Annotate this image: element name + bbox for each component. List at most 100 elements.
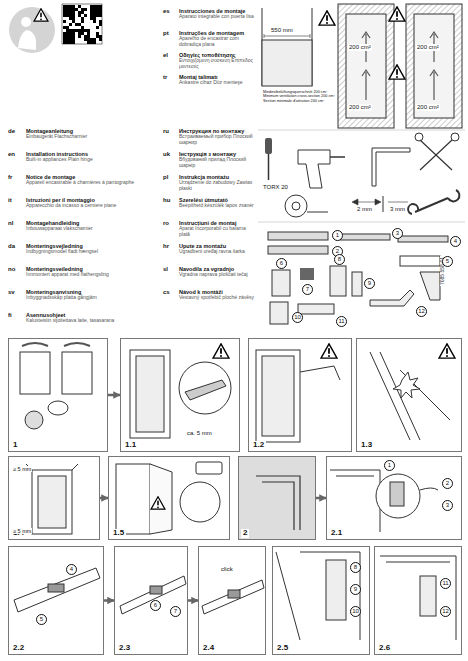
illustration-rect <box>90 8 93 11</box>
dimension-label: TORX 20 <box>262 184 289 191</box>
illustration-path <box>420 488 438 490</box>
illustration-rect <box>96 32 99 35</box>
language-subtitle: Ugradbeni uređaj ravna šarka <box>179 249 257 255</box>
language-code: no <box>8 266 15 273</box>
dimension-label: 3 mm <box>389 206 406 213</box>
step-number: 1.5 <box>111 529 126 538</box>
illustration-rect <box>66 38 69 41</box>
callout-number: 6 <box>276 258 287 269</box>
illustration-rect <box>99 14 102 17</box>
language-code: de <box>8 128 15 135</box>
illustration-rect <box>87 41 90 44</box>
language-code: pt <box>163 30 169 37</box>
language-code: hr <box>163 243 169 250</box>
language-subtitle: Apparecchio da incasso a cerniere piane <box>26 203 154 209</box>
language-subtitle: Inbyggnadsskåp platta gångjärn <box>26 295 154 301</box>
illustration-circle <box>21 17 31 27</box>
illustration-rect <box>72 38 75 41</box>
illustration-use <box>389 65 405 79</box>
illustration-rect <box>38 476 66 528</box>
illustration-rect <box>63 35 66 38</box>
dimension-label: Mindestbelüftungsquerschnitt 200 cm² Min… <box>262 90 336 103</box>
illustration-rect <box>66 26 69 29</box>
illustration-rect <box>69 17 72 20</box>
illustration-rect <box>72 11 75 14</box>
illustration-rect <box>326 560 346 620</box>
illustration-rect <box>270 302 288 324</box>
illustration-rect <box>150 586 162 594</box>
step-panel: 1.2 <box>248 338 352 452</box>
illustration-rect <box>48 584 64 592</box>
dimension-label: ca. 5 mm <box>186 430 213 437</box>
illustration-rect <box>90 11 93 14</box>
callout-number: 1 <box>332 230 343 241</box>
illustration-use <box>321 344 337 358</box>
step-number: 2 <box>241 529 249 538</box>
illustration-path <box>370 352 450 440</box>
callout-number: 5 <box>442 256 453 267</box>
illustration-rect <box>268 246 328 254</box>
illustration-rect <box>84 35 87 38</box>
illustration-path <box>420 272 440 300</box>
language-code: sv <box>8 289 15 296</box>
step-panel: 1.1 <box>120 338 240 452</box>
callout-number: 9 <box>364 278 375 289</box>
illustration-rect <box>78 29 81 32</box>
step-number: 1.3 <box>359 441 374 450</box>
language-subtitle: Appareil encastrable à charnières à pant… <box>26 180 154 186</box>
dimension-label: 200 cm² <box>416 104 440 111</box>
illustration-rect <box>87 32 90 35</box>
illustration-path <box>264 34 310 38</box>
step-number: 2.2 <box>11 644 26 653</box>
illustration-rect <box>265 138 272 154</box>
language-code: ro <box>163 220 169 227</box>
illustration-rect <box>93 20 96 23</box>
illustration-path <box>150 464 172 534</box>
illustration-rect <box>81 26 84 29</box>
language-subtitle: Vestavný spotřebič ploché závěsy <box>179 295 257 301</box>
language-subtitle: Aparat încorporabil cu balama plată <box>179 226 257 238</box>
illustration-rect <box>262 356 294 436</box>
illustration-path <box>256 476 300 530</box>
illustration-rect <box>93 38 96 41</box>
illustration-circle <box>285 195 307 217</box>
step-number: 2.5 <box>275 644 290 653</box>
illustration-rect <box>99 5 102 8</box>
illustration-circle <box>415 133 423 141</box>
illustration-rect <box>63 11 66 14</box>
illustration-rect <box>72 35 75 38</box>
language-code: fi <box>8 312 12 319</box>
illustration-rect <box>96 14 99 17</box>
illustration-rect <box>63 5 66 8</box>
illustration-rect <box>63 41 66 44</box>
illustration-circle <box>179 362 231 414</box>
illustration-rect <box>81 20 84 23</box>
illustration-rect <box>90 14 93 17</box>
callout-number: 8 <box>350 562 361 573</box>
illustration-path <box>393 372 420 398</box>
step-panel: 2.6 <box>374 546 462 655</box>
illustration-rect <box>81 8 84 11</box>
language-subtitle: Innmontert apparat med flathengsling <box>26 272 154 278</box>
illustration-rect <box>63 8 66 11</box>
illustration-rect <box>72 32 75 35</box>
step-arrow <box>108 394 120 397</box>
illustration-g <box>62 4 102 44</box>
illustration-circle <box>25 411 43 429</box>
step-number: 2.6 <box>377 644 392 653</box>
step-number: 2.3 <box>117 644 132 653</box>
illustration-circle <box>451 133 459 141</box>
illustration-circle <box>292 202 300 210</box>
illustration-rect <box>72 14 75 17</box>
illustration-path <box>380 556 456 640</box>
illustration-path <box>300 366 340 380</box>
illustration-rect <box>66 5 69 8</box>
language-subtitle: Встраиваемый прибор Плоский шарнир <box>179 134 257 146</box>
language-subtitle: Inbouwapparaat vlakscharnier <box>26 226 154 232</box>
illustration-rect <box>90 5 93 8</box>
illustration-rect <box>99 8 102 11</box>
language-code: es <box>163 8 170 15</box>
illustration-rect <box>87 35 90 38</box>
illustration-rect <box>75 29 78 32</box>
language-subtitle: Aparelho de encastrar com dobradiça plan… <box>179 36 257 48</box>
